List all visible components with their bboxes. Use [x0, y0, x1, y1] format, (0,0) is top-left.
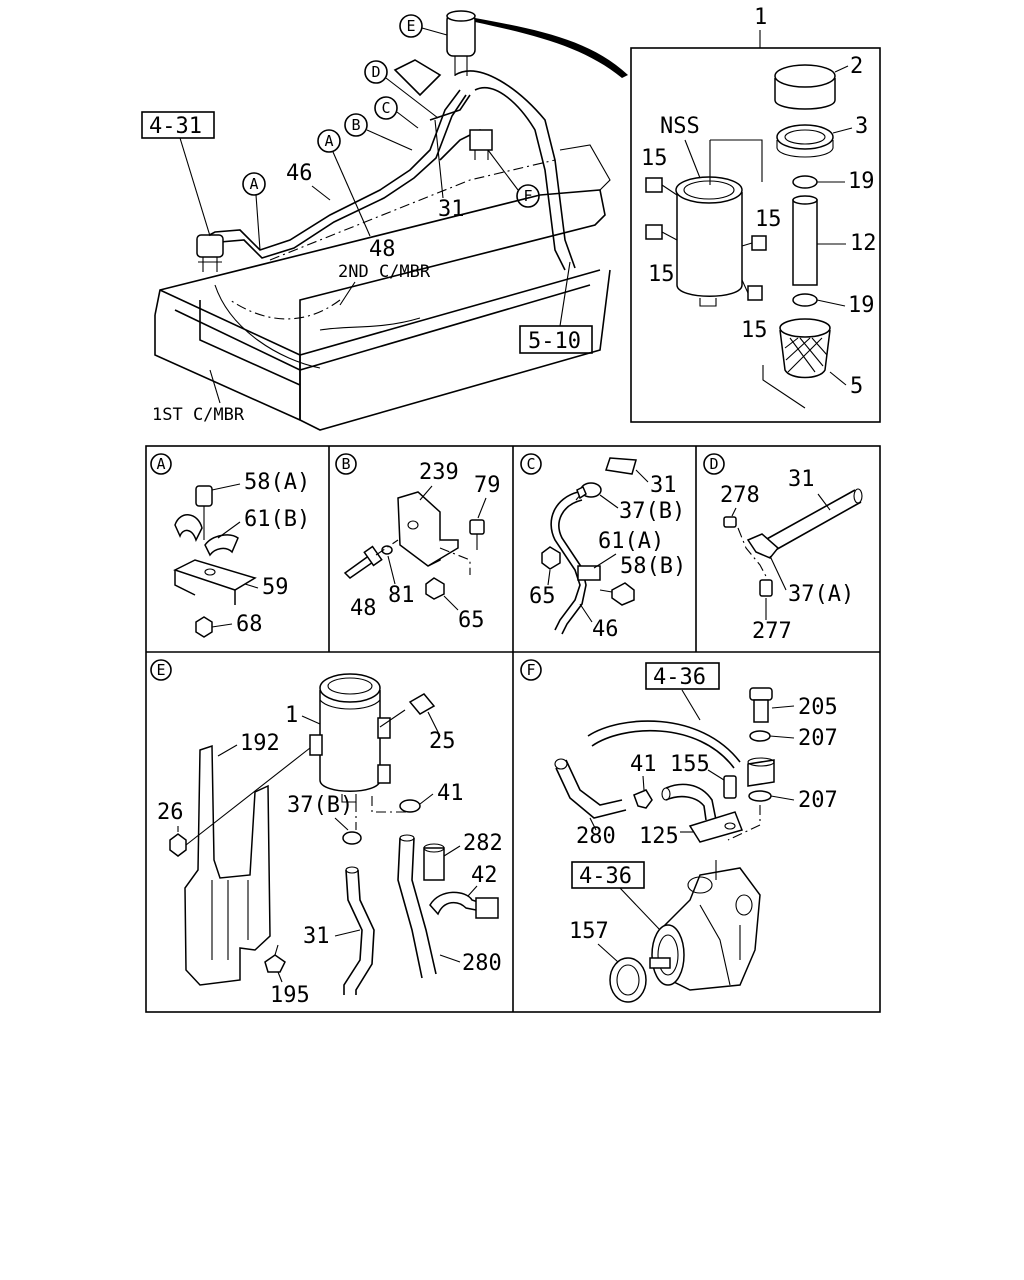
callout-e: E	[406, 17, 415, 35]
label-48: 48	[369, 237, 396, 262]
label-280-f: 280	[576, 824, 616, 849]
callout-a-right: A	[324, 132, 333, 150]
label-65-c: 65	[529, 584, 556, 609]
callout-d: D	[371, 63, 380, 81]
label-31-c: 31	[650, 473, 677, 498]
label-37b-c: 37(B)	[619, 499, 685, 524]
detail-1-reservoir-exploded: 1 2 3 19 12 19 5	[630, 5, 881, 423]
callout-b: B	[351, 116, 360, 134]
panel-e: E 1 25 192 26 195 37(B) 41	[150, 659, 503, 1008]
label-207-bottom: 207	[798, 788, 838, 813]
label-195: 195	[270, 983, 310, 1008]
label-192: 192	[240, 731, 280, 756]
label-125: 125	[639, 824, 679, 849]
detail-grid-frame	[145, 445, 881, 1013]
label-239: 239	[419, 460, 459, 485]
label-25: 25	[429, 729, 456, 754]
label-nss: NSS	[660, 114, 700, 139]
label-65-b: 65	[458, 608, 485, 633]
ref-box-4-36-pump	[571, 861, 645, 889]
label-68: 68	[236, 612, 263, 637]
label-37b-e: 37(B)	[287, 793, 353, 818]
ref-box-5-10	[519, 325, 593, 354]
label-41-e: 41	[437, 781, 464, 806]
first-crossmember-label: 1ST C/MBR	[152, 405, 245, 425]
label-1-e: 1	[285, 703, 298, 728]
label-61b: 61(B)	[244, 507, 310, 532]
label-5: 5	[850, 374, 863, 399]
label-205: 205	[798, 695, 838, 720]
panel-c: C 31 37(B) 61(A) 58(B) 65 46	[520, 453, 686, 642]
second-crossmember-label: 2ND C/MBR	[338, 262, 431, 282]
ref-box-5-10-text: 5-10	[528, 329, 581, 354]
label-31-d: 31	[788, 467, 815, 492]
label-31: 31	[438, 197, 465, 222]
label-59: 59	[262, 575, 289, 600]
callout-c: C	[381, 99, 390, 117]
label-155: 155	[670, 752, 710, 777]
label-48-b: 48	[350, 596, 377, 621]
callout-a-left: A	[249, 175, 258, 193]
ref-box-4-36-top	[645, 662, 720, 690]
label-58b-c: 58(B)	[620, 554, 686, 579]
label-19-top: 19	[848, 169, 875, 194]
panel-c-letter: C	[526, 455, 535, 473]
label-26: 26	[157, 800, 184, 825]
panel-b: B 239 79 48 81 65	[335, 453, 501, 633]
overview-diagram: 4-31 5-10 2ND C/MBR 1ST C/MBR E D C B A …	[141, 10, 628, 431]
callout-f: F	[523, 187, 532, 205]
label-277: 277	[752, 619, 792, 644]
label-282: 282	[463, 831, 503, 856]
panel-a-letter: A	[156, 455, 165, 473]
label-46-c: 46	[592, 617, 619, 642]
label-81: 81	[388, 583, 415, 608]
panel-f-letter: F	[526, 661, 535, 679]
panel-d: D 31 278 37(A) 277	[703, 453, 863, 644]
label-61a-c: 61(A)	[598, 529, 664, 554]
panel-f: F 4-36 205 207 207 41 155 280	[520, 659, 838, 1003]
label-2: 2	[850, 54, 863, 79]
label-41-f: 41	[630, 752, 657, 777]
label-207-top: 207	[798, 726, 838, 751]
label-3: 3	[855, 114, 868, 139]
label-79: 79	[474, 473, 501, 498]
label-46: 46	[286, 161, 313, 186]
label-12: 12	[850, 231, 877, 256]
label-15-b: 15	[648, 262, 675, 287]
label-15-d: 15	[741, 318, 768, 343]
panel-e-letter: E	[156, 661, 165, 679]
label-42: 42	[471, 863, 498, 888]
label-15-a: 15	[641, 146, 668, 171]
detail-1-title: 1	[754, 5, 767, 30]
panel-b-letter: B	[341, 455, 350, 473]
ref-box-4-36-top-text: 4-36	[653, 665, 706, 690]
label-15-c: 15	[755, 207, 782, 232]
label-37a-d: 37(A)	[788, 582, 854, 607]
panel-d-letter: D	[709, 455, 718, 473]
label-157: 157	[569, 919, 609, 944]
ref-box-4-31-text: 4-31	[149, 114, 202, 139]
ref-box-4-31	[141, 111, 215, 139]
label-280-e: 280	[462, 951, 502, 976]
label-19-bottom: 19	[848, 293, 875, 318]
label-31-e: 31	[303, 924, 330, 949]
label-278: 278	[720, 483, 760, 508]
ref-box-4-36-pump-text: 4-36	[579, 864, 632, 889]
label-58a: 58(A)	[244, 470, 310, 495]
panel-a: A 58(A) 61(B) 59 68	[150, 453, 310, 638]
